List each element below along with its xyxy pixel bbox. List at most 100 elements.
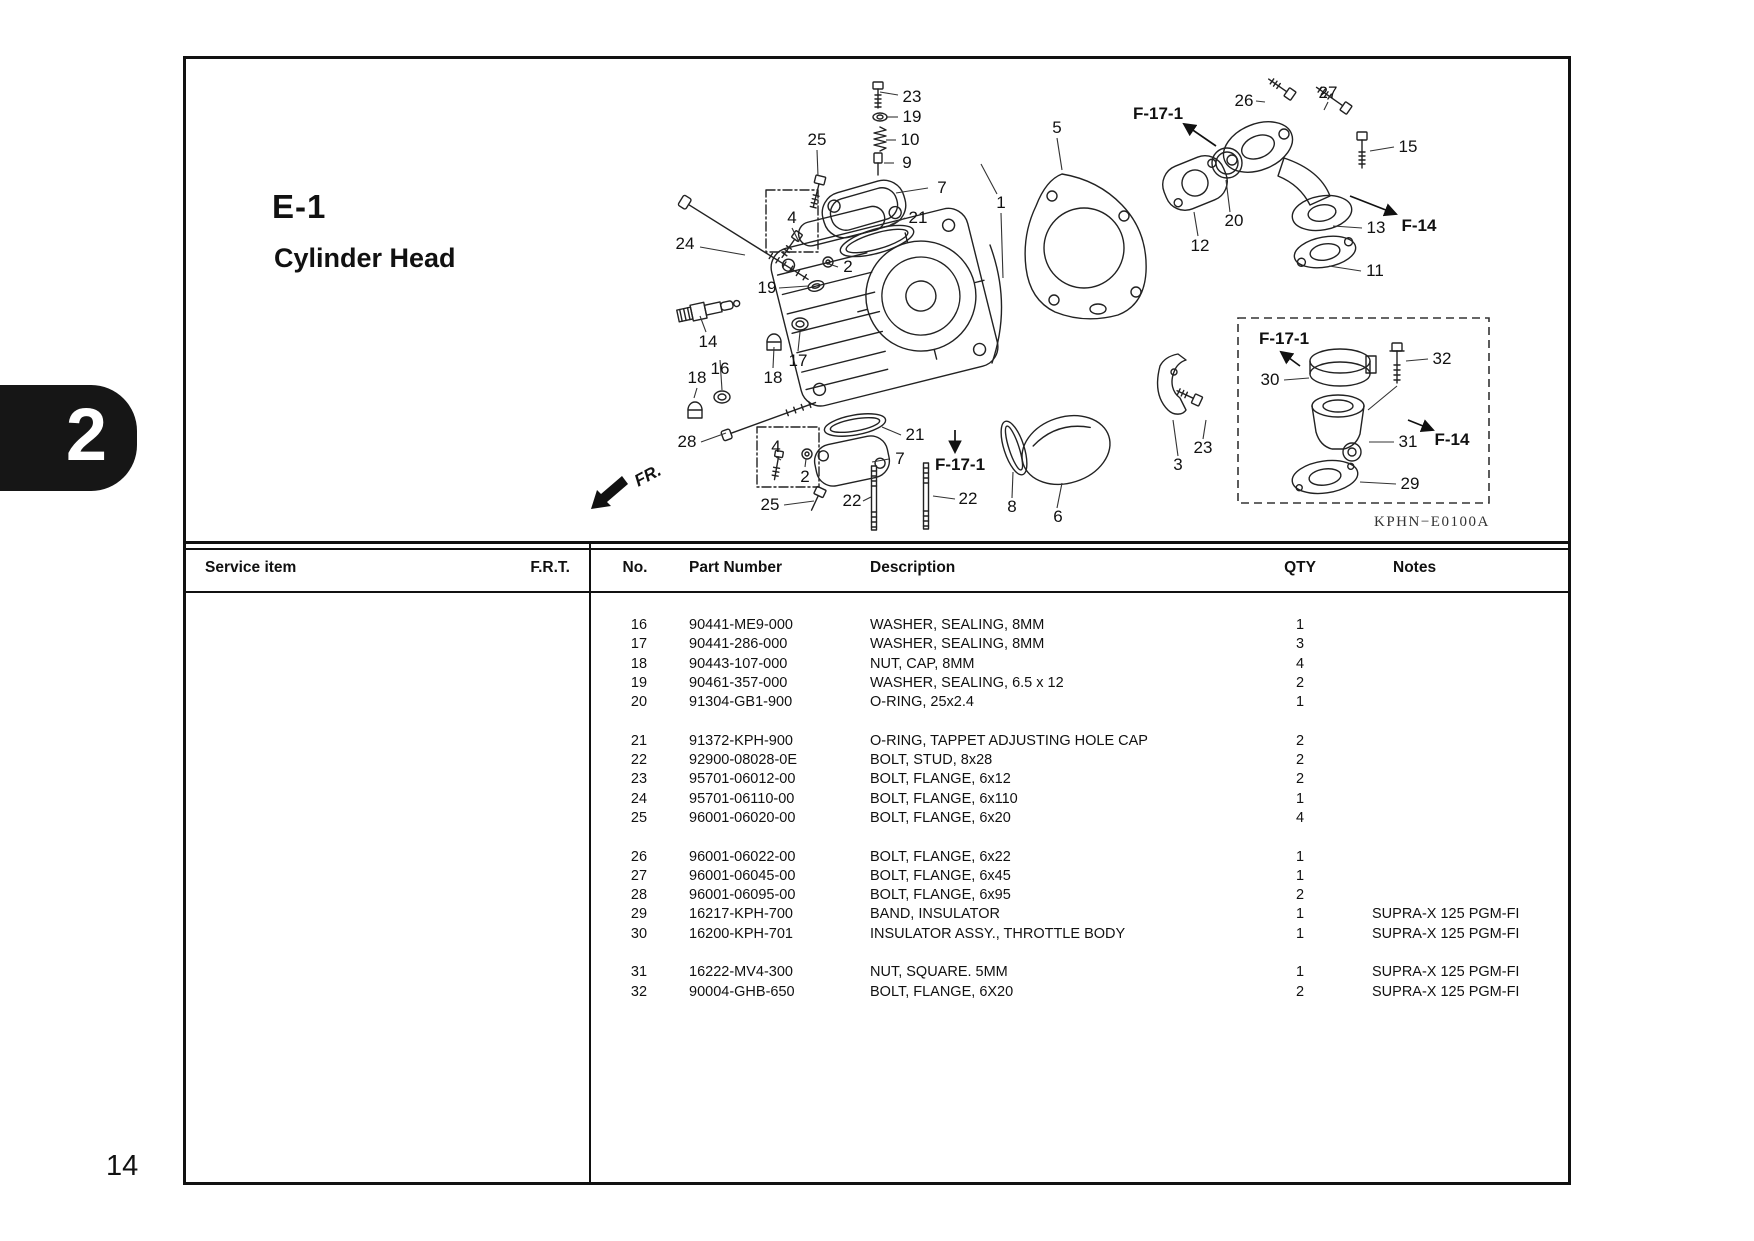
- insulator: [1162, 155, 1228, 211]
- ref-frame-top: [765, 189, 819, 253]
- cell-desc: BOLT, STUD, 8x28: [870, 752, 993, 769]
- tappet-cover-top: [821, 179, 907, 239]
- cell-no: 22: [630, 752, 648, 769]
- cell-desc: NUT, CAP, 8MM: [870, 655, 975, 672]
- cell-qty: 1: [1295, 848, 1305, 865]
- bolt-26: [1268, 78, 1297, 101]
- cell-notes: SUPRA-X 125 PGM-FI: [1372, 964, 1520, 981]
- cell-notes: [1360, 770, 1568, 789]
- col-header-notes: Notes: [1393, 559, 1437, 576]
- head-gasket: [1024, 173, 1147, 320]
- content-border: [183, 56, 1571, 1185]
- drawing-code: KPHN−E0100A: [1374, 514, 1490, 530]
- cell-notes: SUPRA-X 125 PGM-FI: [1372, 983, 1520, 1000]
- washer-19-top: [872, 112, 888, 122]
- cell-notes: [1360, 886, 1568, 905]
- cell-desc: NUT, SQUARE. 5MM: [870, 964, 1008, 981]
- cell-notes: [1360, 635, 1568, 654]
- cell-pn: 90441-ME9-000: [689, 617, 793, 633]
- cell-notes: SUPRA-X 125 PGM-FI: [1372, 906, 1520, 923]
- cell-pn: 90443-107-000: [689, 655, 788, 672]
- table-column-divider: [589, 541, 591, 1185]
- cell-no: 29: [630, 906, 648, 923]
- col-header-description: Description: [870, 559, 956, 576]
- cell-desc: BOLT, FLANGE, 6x22: [870, 848, 1011, 865]
- cell-notes: [1360, 751, 1568, 770]
- cell-desc: WASHER, SEALING, 8MM: [870, 636, 1045, 653]
- bracket: [1156, 353, 1187, 415]
- cell-no: 18: [630, 655, 648, 672]
- cell-qty: 1: [1295, 617, 1305, 633]
- cell-no: 16: [630, 617, 648, 633]
- cell-desc: WASHER, SEALING, 6.5 x 12: [870, 674, 1064, 691]
- cell-no: 23: [630, 771, 648, 788]
- cylinder-head-body: [770, 205, 999, 407]
- chapter-tab[interactable]: 2: [0, 385, 137, 491]
- cell-notes: [1360, 616, 1568, 635]
- cell-notes: [1360, 655, 1568, 674]
- cell-pn: 91372-KPH-900: [689, 732, 793, 749]
- table-top-rule-thick: [183, 541, 1571, 544]
- cell-pn: 16222-MV4-300: [689, 964, 793, 981]
- cell-pn: 90004-GHB-650: [689, 983, 795, 1000]
- screw-9: [873, 152, 883, 176]
- cell-no: 32: [630, 983, 648, 1000]
- cell-notes: [1360, 848, 1568, 867]
- cell-qty: 1: [1295, 925, 1305, 942]
- cell-desc: WASHER, SEALING, 8MM: [870, 617, 1045, 633]
- cell-pn: 96001-06020-00: [689, 809, 796, 826]
- bolt-15: [1356, 131, 1368, 169]
- cell-pn: 16217-KPH-700: [689, 906, 793, 923]
- cell-pn: 95701-06110-00: [689, 790, 795, 807]
- washer-16: [713, 390, 731, 404]
- bolt-25-bottom: [810, 485, 827, 511]
- spark-plug: [676, 299, 741, 323]
- table-top-rule-thin: [183, 548, 1571, 550]
- cell-notes: [1360, 693, 1568, 712]
- inset-box: [1237, 317, 1490, 504]
- cell-pn: 96001-06095-00: [689, 887, 796, 904]
- insulator-band-clamp: [1309, 348, 1377, 387]
- cell-pn: 90461-357-000: [689, 674, 788, 691]
- cell-qty: 2: [1295, 732, 1305, 749]
- cell-qty: 1: [1295, 867, 1305, 884]
- bolt-32: [1389, 342, 1405, 384]
- cell-qty: 4: [1295, 809, 1305, 826]
- cell-qty: 2: [1295, 752, 1305, 769]
- cell-notes: SUPRA-X 125 PGM-FI: [1372, 925, 1520, 942]
- cell-no: 20: [630, 694, 648, 711]
- table-row: 22 92900-08028-0E BOLT, STUD, 8x28 2: [589, 751, 1568, 770]
- stud-22-right: [922, 462, 930, 530]
- section-code: E-1: [272, 188, 327, 225]
- cell-notes: [1360, 809, 1568, 828]
- throttle-body-insulator: [1311, 394, 1365, 462]
- bolt-4-top: [781, 230, 803, 258]
- cell-pn: 16200-KPH-701: [689, 925, 793, 942]
- cell-no: 24: [630, 790, 648, 807]
- cell-pn: 92900-08028-0E: [689, 752, 798, 769]
- cell-desc: BOLT, FLANGE, 6x12: [870, 771, 1011, 788]
- washer-17: [791, 317, 809, 331]
- cell-desc: BOLT, FLANGE, 6x45: [870, 867, 1011, 884]
- ref-arrows: [948, 122, 1435, 455]
- bolt-27: [1315, 86, 1353, 115]
- table-row: 16 90441-ME9-000 WASHER, SEALING, 8MM 1: [589, 616, 1568, 635]
- cell-no: 25: [630, 809, 648, 826]
- bolt-23-bracket: [1176, 388, 1204, 407]
- cell-desc: BOLT, FLANGE, 6X20: [870, 983, 1014, 1000]
- o-ring-20: [1211, 147, 1243, 179]
- o-ring-2-top: [822, 256, 834, 268]
- cell-qty: 1: [1295, 694, 1305, 711]
- cell-pn: 91304-GB1-900: [689, 694, 793, 711]
- cell-pn: 90441-286-000: [689, 636, 788, 653]
